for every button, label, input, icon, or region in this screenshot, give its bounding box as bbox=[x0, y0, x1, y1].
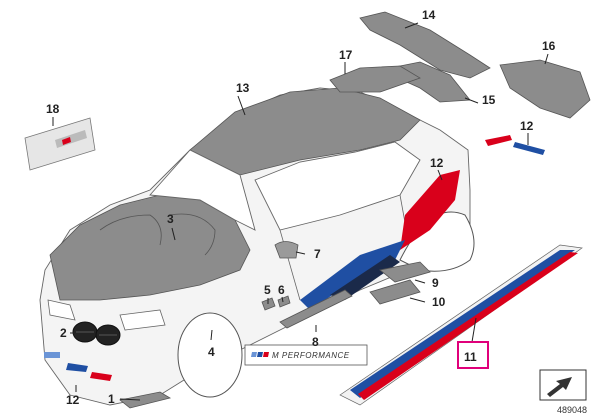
rear-stripe-red bbox=[485, 135, 512, 146]
side-mirror bbox=[274, 241, 299, 259]
decal-kit-box bbox=[24, 117, 96, 171]
rear-stripe-blue bbox=[513, 142, 545, 155]
door-stripe-blue bbox=[300, 240, 405, 310]
roof-panel bbox=[189, 87, 421, 176]
callout-17: 17 bbox=[339, 48, 353, 62]
callout-18: 18 bbox=[46, 102, 60, 116]
rear-wing bbox=[359, 11, 491, 79]
roof-spoiler bbox=[329, 65, 421, 93]
windshield bbox=[149, 149, 256, 231]
leader-lines bbox=[52, 22, 549, 401]
front-stripe-blue bbox=[66, 363, 88, 372]
callout-7: 7 bbox=[314, 247, 321, 261]
callout-12-front: 12 bbox=[66, 393, 80, 407]
performance-sill-emblem: M PERFORMANCE bbox=[244, 344, 368, 366]
callout-16: 16 bbox=[542, 39, 556, 53]
door-sill-part-8 bbox=[279, 289, 353, 329]
callout-12-fender: 12 bbox=[430, 156, 444, 170]
callout-5: 5 bbox=[264, 283, 271, 297]
headlight-left bbox=[47, 299, 76, 321]
callout-labels: 1 2 3 4 5 6 7 8 9 10 11 12 12 12 13 14 1… bbox=[46, 8, 556, 407]
highlight-box-part-11 bbox=[457, 341, 489, 369]
rear-diffuser bbox=[499, 59, 591, 119]
headlight-right bbox=[119, 309, 166, 331]
side-trim-part-10 bbox=[369, 279, 421, 305]
callout-8: 8 bbox=[312, 335, 319, 349]
callout-1: 1 bbox=[108, 392, 115, 406]
hood-vent-left bbox=[99, 214, 162, 246]
callout-10: 10 bbox=[432, 295, 446, 309]
callout-11: 11 bbox=[464, 350, 477, 364]
front-wheel bbox=[177, 312, 243, 398]
badge-part-6 bbox=[277, 295, 291, 308]
front-splitter bbox=[119, 391, 172, 409]
hood-panel bbox=[49, 194, 251, 301]
rocker-stripe-red bbox=[358, 252, 578, 400]
door-sill-text: M PERFORMANCE bbox=[272, 351, 350, 360]
side-stripes bbox=[44, 135, 583, 406]
callout-14: 14 bbox=[422, 8, 436, 22]
door-stripe-dark bbox=[330, 255, 400, 300]
callout-3: 3 bbox=[167, 212, 174, 226]
car-body bbox=[39, 87, 475, 409]
callout-4: 4 bbox=[208, 345, 215, 359]
side-window bbox=[254, 141, 421, 231]
callout-13: 13 bbox=[236, 81, 250, 95]
kidney-grille bbox=[72, 321, 121, 346]
callout-9: 9 bbox=[432, 276, 439, 290]
callout-6: 6 bbox=[278, 283, 285, 297]
document-number: 489048 bbox=[557, 405, 587, 415]
view-direction-icon bbox=[539, 369, 587, 401]
rear-fender-stripe-red bbox=[400, 170, 460, 250]
hood-vent-right bbox=[169, 213, 216, 256]
callout-15: 15 bbox=[482, 93, 496, 107]
callout-2: 2 bbox=[60, 326, 67, 340]
front-stripe-red bbox=[90, 372, 112, 381]
front-stripe-blue-2 bbox=[44, 352, 60, 358]
side-trim-part-9 bbox=[379, 261, 431, 283]
callout-12-rear: 12 bbox=[520, 119, 534, 133]
